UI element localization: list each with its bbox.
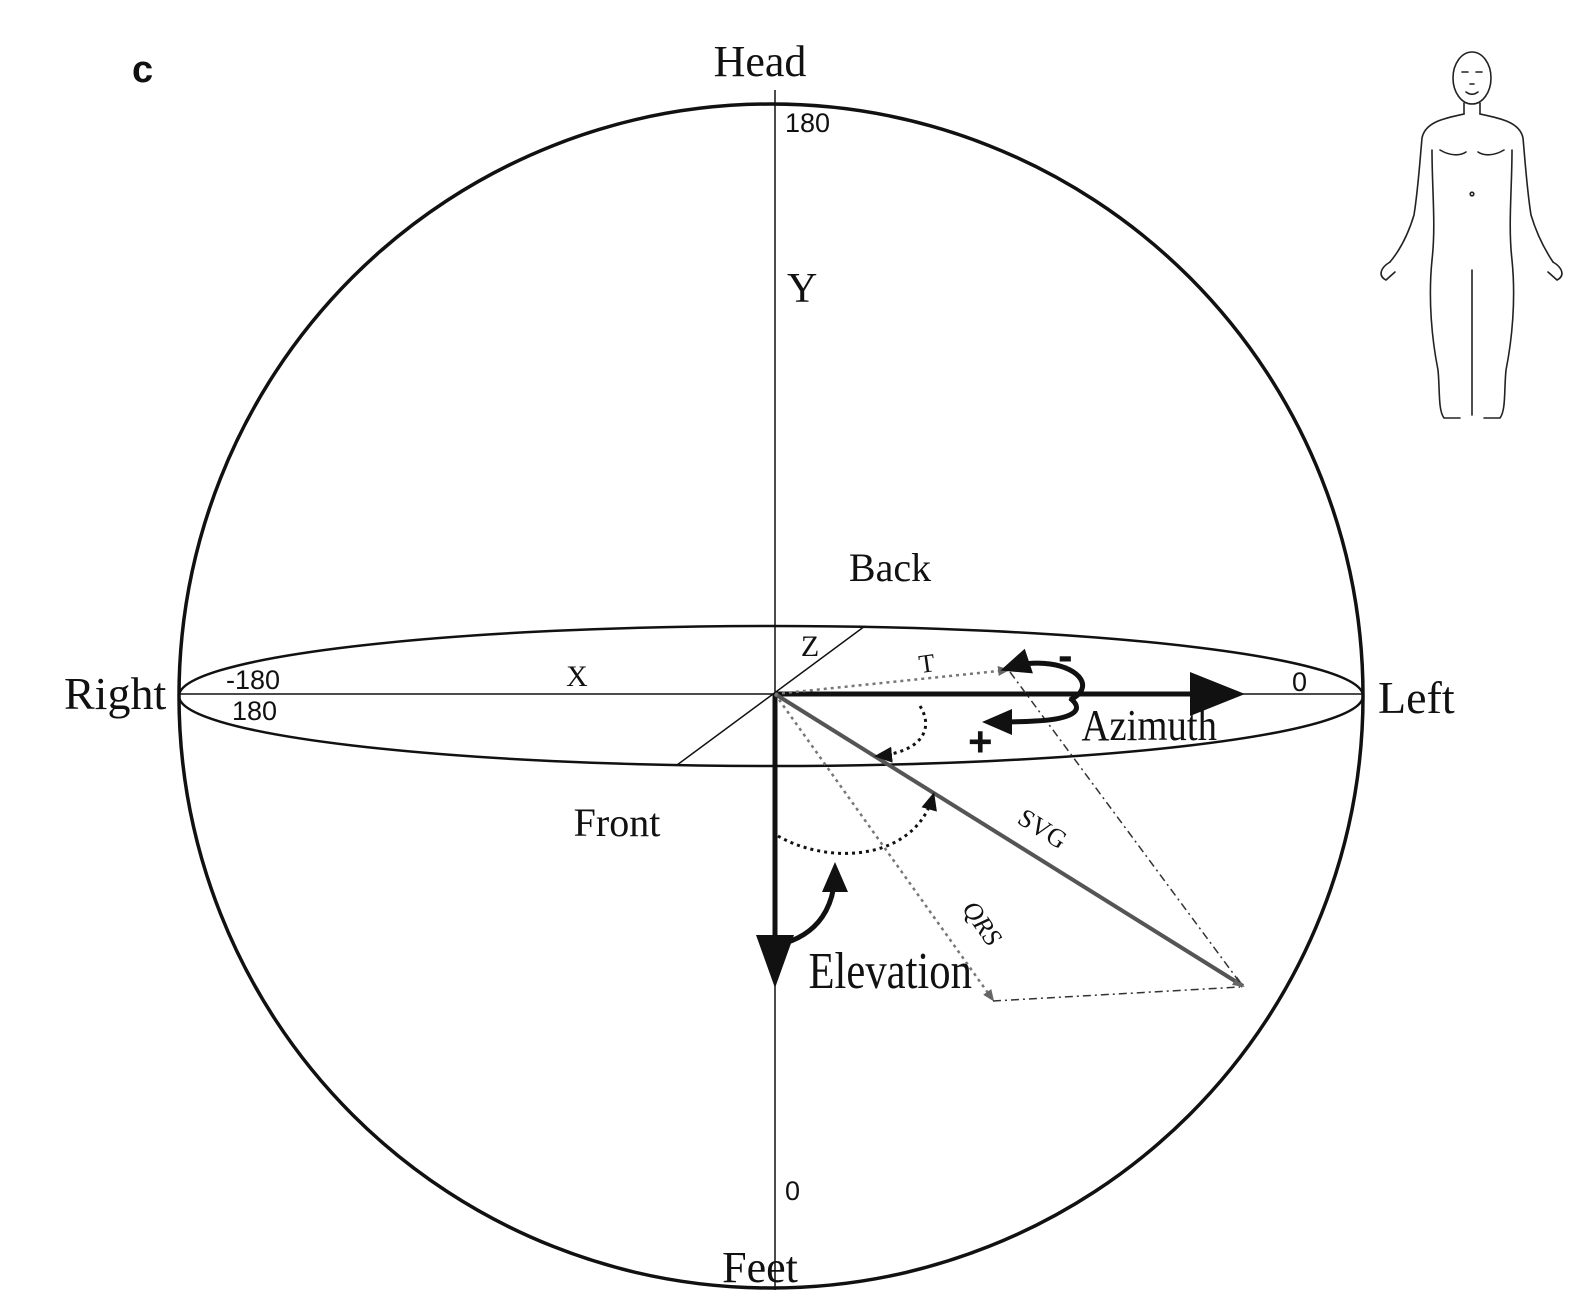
azimuth-minus-sign: - [1058,631,1073,680]
horizontal-plane-ellipse [177,624,1365,768]
azimuth-minus-curve-arrow [1000,648,1085,703]
tick-top-180: 180 [785,108,830,138]
elevation-curve-arrow [777,862,848,948]
tick-bottom-0: 0 [785,1176,800,1206]
azimuth-plus-sign: + [968,718,993,765]
elevation-label: Elevation [809,943,973,1000]
right-label: Right [64,668,166,719]
z-axis-label: Z [801,630,819,663]
x-axis-label: X [566,660,588,693]
head-label: Head [714,37,807,86]
azimuth-label: Azimuth [1082,701,1218,750]
t-vector-label: T [917,648,937,679]
elevation-dotted-arc [777,792,937,855]
human-figure-illustration [1380,51,1563,419]
tick-right-minus-180: -180 [226,665,280,695]
tick-left-0: 0 [1292,667,1307,697]
azimuth-plus-curve-arrow [982,696,1079,735]
left-axis-arrowhead [1190,672,1245,716]
svg-vector [773,692,1245,988]
z-axis-line [676,625,866,766]
feet-axis-arrowhead [756,935,794,988]
t-vector [774,666,1010,696]
left-label: Left [1378,672,1455,723]
tick-right-180: 180 [232,696,277,726]
feet-label: Feet [722,1243,798,1292]
azimuth-dotted-arc [874,705,927,763]
front-label: Front [574,800,661,845]
panel-label: c [132,49,153,91]
y-axis-label: Y [787,266,817,312]
back-label: Back [849,545,931,590]
qrs-to-svg-construction-line [992,986,1241,1002]
